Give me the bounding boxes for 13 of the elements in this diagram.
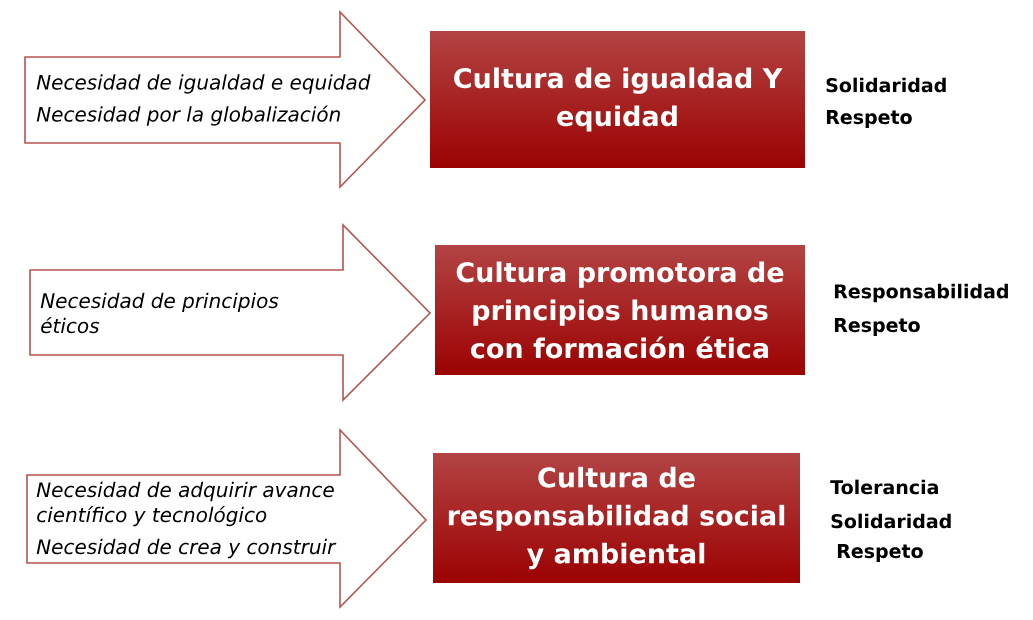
process-box: Cultura de responsabilidad social y ambiental: [433, 453, 800, 583]
side-label: Solidaridad: [831, 513, 951, 529]
side-label: Respeto: [837, 544, 923, 562]
side-label: Respeto: [834, 318, 920, 336]
process-box: Cultura de igualdad Y equidad: [430, 31, 805, 168]
side-label: Solidaridad: [826, 77, 946, 93]
side-label: Tolerancia: [830, 479, 938, 495]
side-label: Respeto: [826, 110, 912, 128]
side-label: Responsabilidad: [834, 283, 1008, 303]
pointer-box: Necesidad de adquirir avance científico y tecnológico Necesidad de crea y construir: [26, 428, 428, 609]
pointer-box: Necesidad de principios éticos: [29, 223, 432, 402]
pointer-box: Necesidad de igualdad e equidad Necesidad por la globalización: [24, 10, 427, 189]
process-box: Cultura promotora de principios humanos con formación ética: [435, 245, 805, 375]
